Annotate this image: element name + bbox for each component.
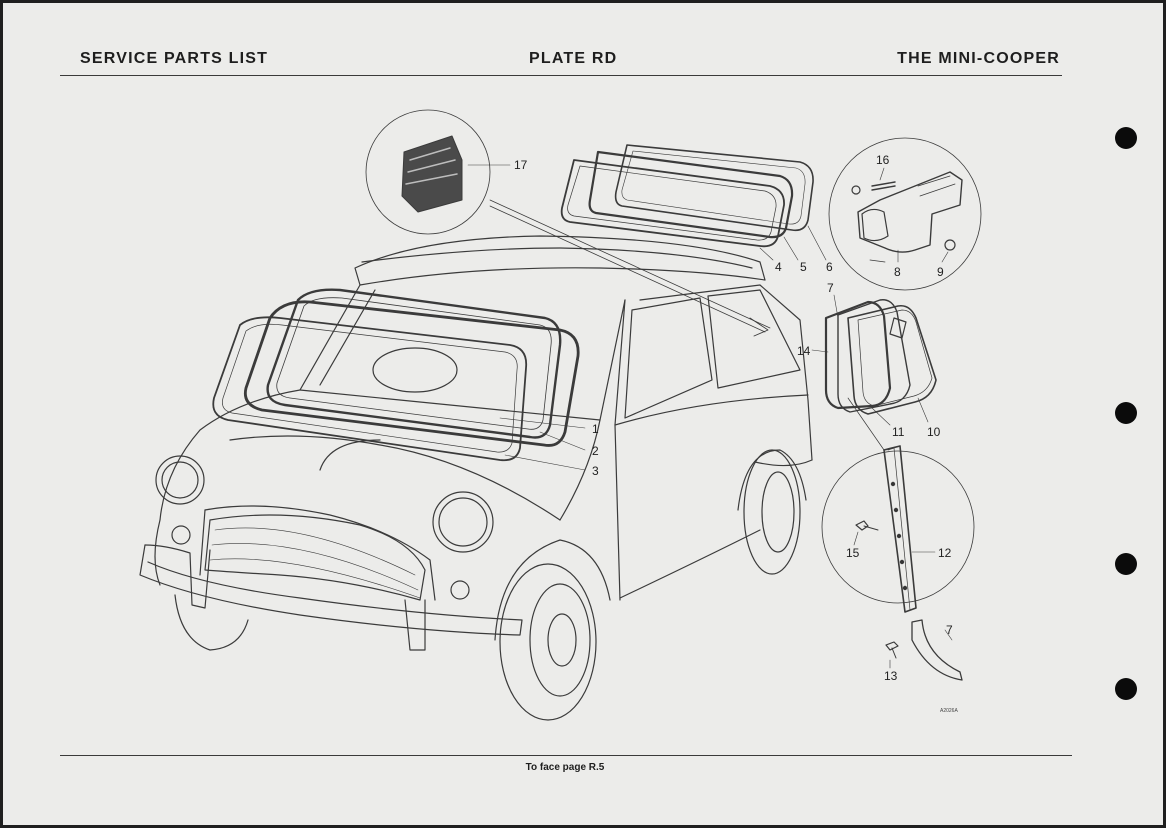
callout-5: 5 xyxy=(800,260,807,274)
callout-7-seal-tip: 7 xyxy=(946,623,953,637)
callout-12: 12 xyxy=(938,546,952,560)
binder-hole xyxy=(1115,678,1137,700)
binder-hole xyxy=(1115,553,1137,575)
detail-circle-channel xyxy=(821,397,975,681)
windscreen-seals xyxy=(212,288,580,462)
callout-9: 9 xyxy=(937,265,944,279)
callout-leaders xyxy=(467,164,953,669)
callout-3: 3 xyxy=(592,464,599,478)
callout-labels: 1 2 3 4 5 6 7 8 9 10 11 12 13 14 15 16 1… xyxy=(514,153,958,714)
drawing-reference: A2026A xyxy=(940,708,958,714)
detail-circle-catch xyxy=(365,109,771,337)
footer-rule xyxy=(60,755,1072,756)
quarter-light-assembly xyxy=(824,299,937,415)
header-plate-id: PLATE RD xyxy=(529,50,618,67)
header-model-name: THE MINI-COOPER xyxy=(897,50,1060,67)
callout-6: 6 xyxy=(826,260,833,274)
callout-11: 11 xyxy=(892,425,905,439)
callout-16: 16 xyxy=(876,153,890,167)
callout-2: 2 xyxy=(592,444,599,458)
rear-screen-seals xyxy=(560,144,814,248)
binder-hole xyxy=(1115,127,1137,149)
callout-17: 17 xyxy=(514,158,528,172)
callout-15: 15 xyxy=(846,546,860,560)
header-title-left: SERVICE PARTS LIST xyxy=(80,50,269,67)
header-rule xyxy=(60,75,1062,76)
callout-13: 13 xyxy=(884,669,898,683)
callout-14: 14 xyxy=(797,344,811,358)
callout-8: 8 xyxy=(894,265,901,279)
binder-hole xyxy=(1115,402,1137,424)
callout-1: 1 xyxy=(592,422,599,436)
callout-10: 10 xyxy=(927,425,941,439)
car-body-outline xyxy=(139,235,813,721)
callout-4: 4 xyxy=(775,260,782,274)
callout-7: 7 xyxy=(827,281,834,295)
detail-circle-hinge xyxy=(828,137,982,291)
footer-page-reference: To face page R.5 xyxy=(525,762,605,773)
